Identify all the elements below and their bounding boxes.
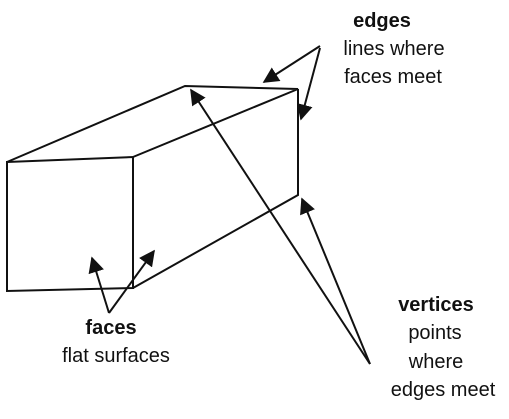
faces-arrow-front: [88, 256, 110, 314]
arrows: [88, 45, 371, 365]
top-face-edges: [6, 84, 299, 163]
rectangular-prism: [6, 84, 299, 293]
edges-title: edges: [353, 10, 411, 32]
edges-line-1: lines where: [343, 38, 444, 60]
vertices-arrow-top: [190, 88, 371, 365]
edges-arrow-top: [262, 45, 321, 83]
faces-arrow-side: [108, 249, 155, 314]
vertices-line-2: where: [408, 351, 463, 373]
faces-line-1: flat surfaces: [62, 345, 170, 367]
vertices-arrow-bottom: [300, 197, 371, 365]
vertices-line-1: points: [408, 322, 461, 344]
vertices-line-3: edges meet: [391, 379, 496, 401]
right-face-edges: [132, 89, 299, 289]
vertices-title: vertices: [398, 294, 474, 316]
vertices-label: vertices points where edges meet: [391, 294, 496, 401]
edges-label: edges lines where faces meet: [343, 10, 444, 88]
faces-title: faces: [85, 317, 136, 339]
edges-line-2: faces meet: [344, 66, 442, 88]
front-face: [6, 155, 134, 293]
faces-label: faces flat surfaces: [62, 317, 170, 367]
edges-arrow-side: [296, 47, 321, 121]
